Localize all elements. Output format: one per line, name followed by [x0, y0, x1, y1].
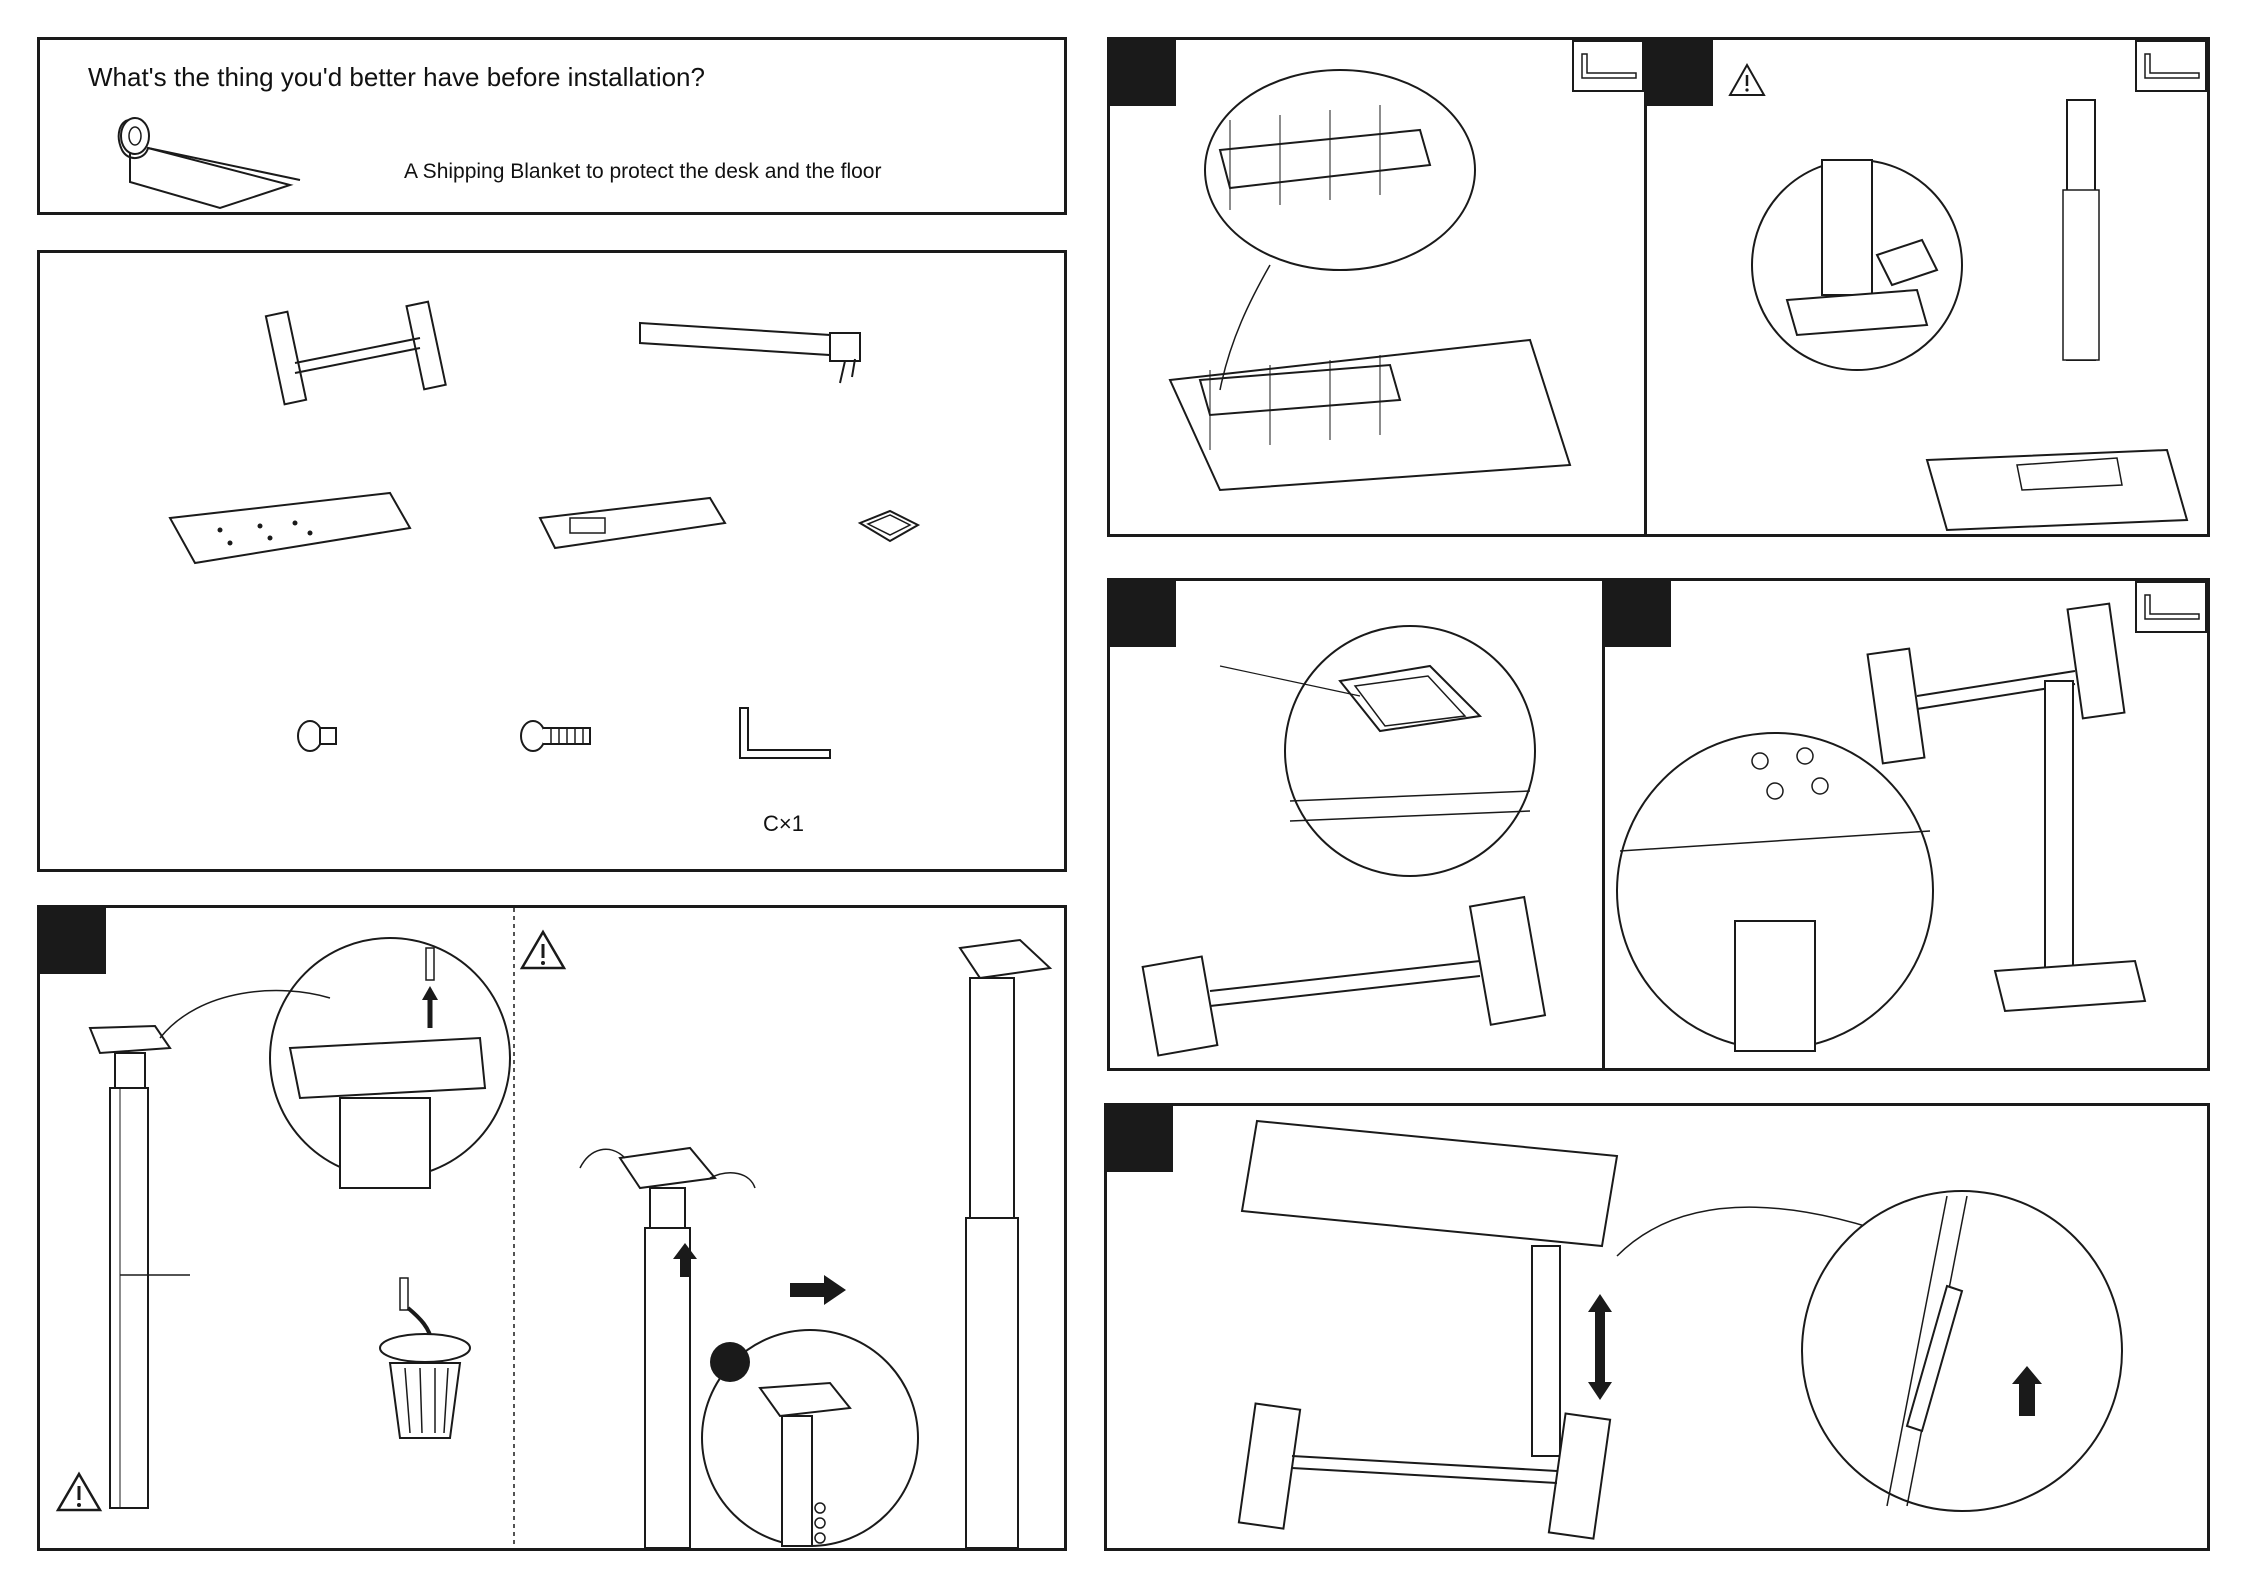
extended-leg-illustration	[950, 928, 1067, 1548]
hex-key-icon	[2137, 42, 2209, 94]
arrow-up-icon	[670, 1241, 700, 1281]
blanket-caption: A Shipping Blanket to protect the desk a…	[404, 160, 881, 184]
part-mount-bracket	[530, 493, 750, 583]
part-top-plate	[160, 488, 440, 608]
part-bolt-short	[290, 708, 350, 768]
zoom-detail-control-button	[1797, 1186, 2127, 1516]
assembled-desk-illustration	[1227, 1116, 1647, 1546]
part-cap	[850, 503, 930, 563]
step-install-cap-panel	[1107, 578, 1605, 1071]
step-attach-base-panel	[1602, 578, 2210, 1071]
step-number-box	[1110, 581, 1176, 647]
step-number-box	[1605, 581, 1671, 647]
zoom-detail-bracket-screws	[1200, 60, 1500, 280]
prep-question: What's the thing you'd better have befor…	[88, 62, 705, 93]
warning-triangle-icon	[54, 1470, 104, 1514]
step-number-box	[1110, 40, 1176, 106]
step-dot-marker	[708, 1340, 752, 1384]
hex-key-tool-box	[1572, 40, 1644, 92]
part-bolt-long	[515, 708, 605, 768]
step-leg-prep-panel	[37, 905, 1067, 1551]
step-mount-leg-panel	[1644, 37, 2210, 537]
inverted-desk-frame	[1855, 601, 2195, 1071]
warning-triangle-icon	[1727, 62, 1767, 98]
step-number-box	[40, 908, 106, 974]
trash-bin-icon	[340, 1268, 480, 1448]
leader-line	[1220, 666, 1370, 706]
leg-pointer-line	[120, 1273, 200, 1277]
warning-triangle-icon	[518, 928, 568, 972]
hex-key-icon	[1574, 42, 1646, 94]
blanket-illustration	[110, 90, 370, 210]
hex-key-tool-box	[2135, 40, 2207, 92]
part-crossbar	[630, 313, 910, 403]
step-number-box	[1647, 40, 1713, 106]
base-frame-on-floor	[1140, 881, 1580, 1061]
parts-panel: C×1	[37, 250, 1067, 872]
arrow-up-down-icon	[1585, 1292, 1615, 1402]
step-height-adjust-panel	[1104, 1103, 2210, 1551]
zoom-connector-curve	[140, 978, 340, 1058]
zoom-detail-cap	[1280, 621, 1540, 881]
step-number-box	[1107, 1106, 1173, 1172]
arrow-right-icon	[788, 1273, 848, 1307]
zoom-connector-curve	[1210, 260, 1310, 400]
part-base-frame	[220, 283, 520, 423]
desk-frame-upright	[1887, 100, 2187, 537]
leg-illustration	[60, 1008, 200, 1508]
hex-key-qty: C×1	[763, 811, 804, 837]
hex-key-icon	[730, 703, 850, 773]
step-attach-bracket-panel	[1107, 37, 1647, 537]
zoom-detail-screw-removal	[260, 928, 520, 1188]
prep-panel: What's the thing you'd better have befor…	[37, 37, 1067, 215]
